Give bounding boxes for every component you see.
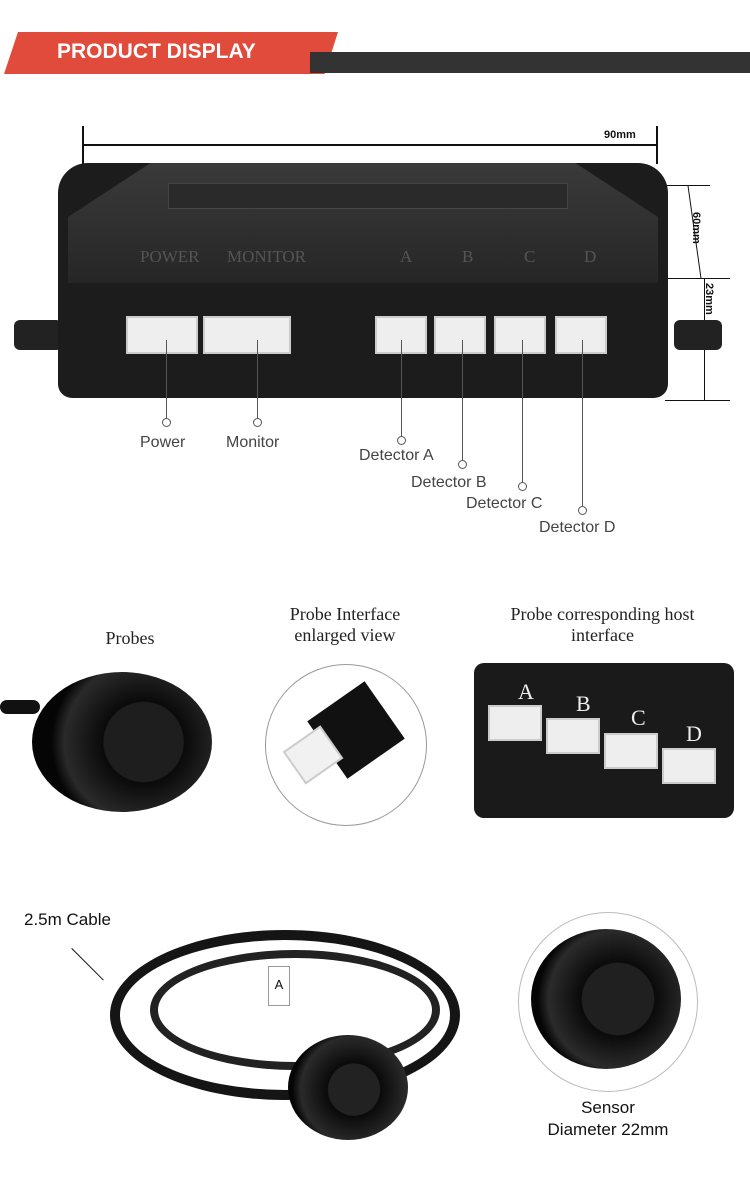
height-label: 23mm [703, 283, 715, 315]
host-port [604, 733, 658, 769]
probe-image [32, 672, 212, 812]
leader-line [462, 340, 463, 462]
sensor-caption: Sensor [581, 1098, 635, 1117]
mount-ear [14, 320, 62, 350]
leader-dot [162, 418, 171, 427]
embossed-d: D [584, 247, 597, 266]
embossed-b: B [462, 247, 474, 266]
probe-cable [0, 700, 40, 714]
sensor-closeup [518, 912, 698, 1092]
coiled-cable [110, 930, 460, 1100]
width-label: 90mm [604, 129, 636, 141]
callout-power: Power [140, 434, 186, 451]
power-port [126, 316, 198, 354]
caption-probes: Probes [105, 628, 155, 648]
dim-tick [640, 185, 710, 186]
depth-label: 60mm [690, 212, 702, 244]
embossed-monitor: MONITOR [227, 247, 307, 266]
leader-line [401, 340, 402, 438]
leader-dot [518, 482, 527, 491]
port-d [555, 316, 607, 354]
dim-tick [656, 126, 658, 164]
leader-dot [578, 506, 587, 515]
caption-interface: Probe Interface enlarged view [289, 604, 401, 645]
caption-host: Probe corresponding host interface [510, 604, 695, 645]
embossed-c: C [524, 247, 536, 266]
callout-detector-d: Detector D [539, 519, 616, 536]
leader-line [522, 340, 523, 484]
cable-label: 2.5m Cable [24, 910, 111, 929]
host-letter-a: A [518, 679, 534, 704]
port-c [494, 316, 546, 354]
monitor-port [203, 316, 291, 354]
embossed-power: POWER [140, 247, 200, 266]
cable-pointer [71, 948, 104, 981]
section-title: PRODUCT DISPLAY [57, 40, 256, 63]
banner-bar [310, 52, 750, 73]
sensor-image [531, 929, 681, 1069]
leader-dot [397, 436, 406, 445]
callout-detector-b: Detector B [411, 474, 487, 491]
leader-dot [458, 460, 467, 469]
dim-tick [668, 278, 730, 279]
leader-line [166, 340, 167, 420]
sensor-on-cable [288, 1035, 408, 1140]
callout-detector-c: Detector C [466, 495, 543, 512]
host-port [662, 748, 716, 784]
port-b [434, 316, 486, 354]
host-interface-closeup: A B C D [474, 663, 734, 818]
banner-red [4, 32, 338, 74]
leader-dot [253, 418, 262, 427]
host-port [488, 705, 542, 741]
dim-tick [82, 126, 84, 164]
host-letter-c: C [631, 705, 646, 730]
mount-ear [674, 320, 722, 350]
host-letter-b: B [576, 691, 591, 716]
leader-line [582, 340, 583, 508]
interface-closeup [265, 664, 427, 826]
sensor-diameter: Diameter 22mm [547, 1120, 669, 1139]
leader-line [257, 340, 258, 420]
embossed-a: A [400, 247, 413, 266]
callout-monitor: Monitor [226, 434, 280, 451]
callout-detector-a: Detector A [359, 447, 434, 464]
dim-tick [665, 400, 730, 401]
host-port [546, 718, 600, 754]
cable-tag: A [268, 966, 290, 1006]
coiled-cable [150, 950, 440, 1070]
top-recess [168, 183, 568, 209]
width-dimension-line [83, 144, 657, 146]
host-letter-d: D [686, 721, 702, 746]
